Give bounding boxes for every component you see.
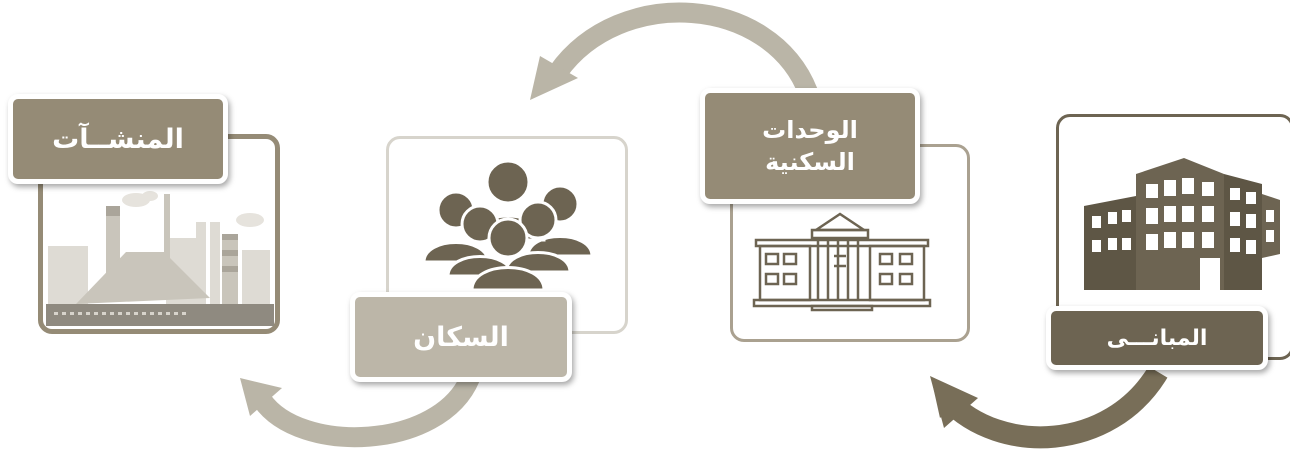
buildings-label: المبانـــى — [1046, 306, 1268, 370]
housing-units-label: الوحدات السكنية — [700, 88, 920, 204]
arrow-buildings-to-housing — [930, 366, 1168, 449]
population-label-text: السكان — [413, 321, 509, 353]
establishments-label-text: المنشــآت — [52, 123, 184, 155]
population-label: السكان — [350, 292, 572, 382]
arrow-housing-to-population — [530, 2, 818, 100]
people-group-icon — [422, 160, 594, 290]
establishments-label: المنشــآت — [8, 94, 228, 184]
arrow-population-to-establishments — [240, 373, 480, 448]
factory-icon — [46, 186, 274, 326]
buildings-label-text: المبانـــى — [1106, 325, 1208, 351]
housing-units-label-text: الوحدات السكنية — [762, 115, 858, 176]
classical-building-icon — [752, 212, 932, 312]
office-building-icon — [1084, 158, 1280, 290]
